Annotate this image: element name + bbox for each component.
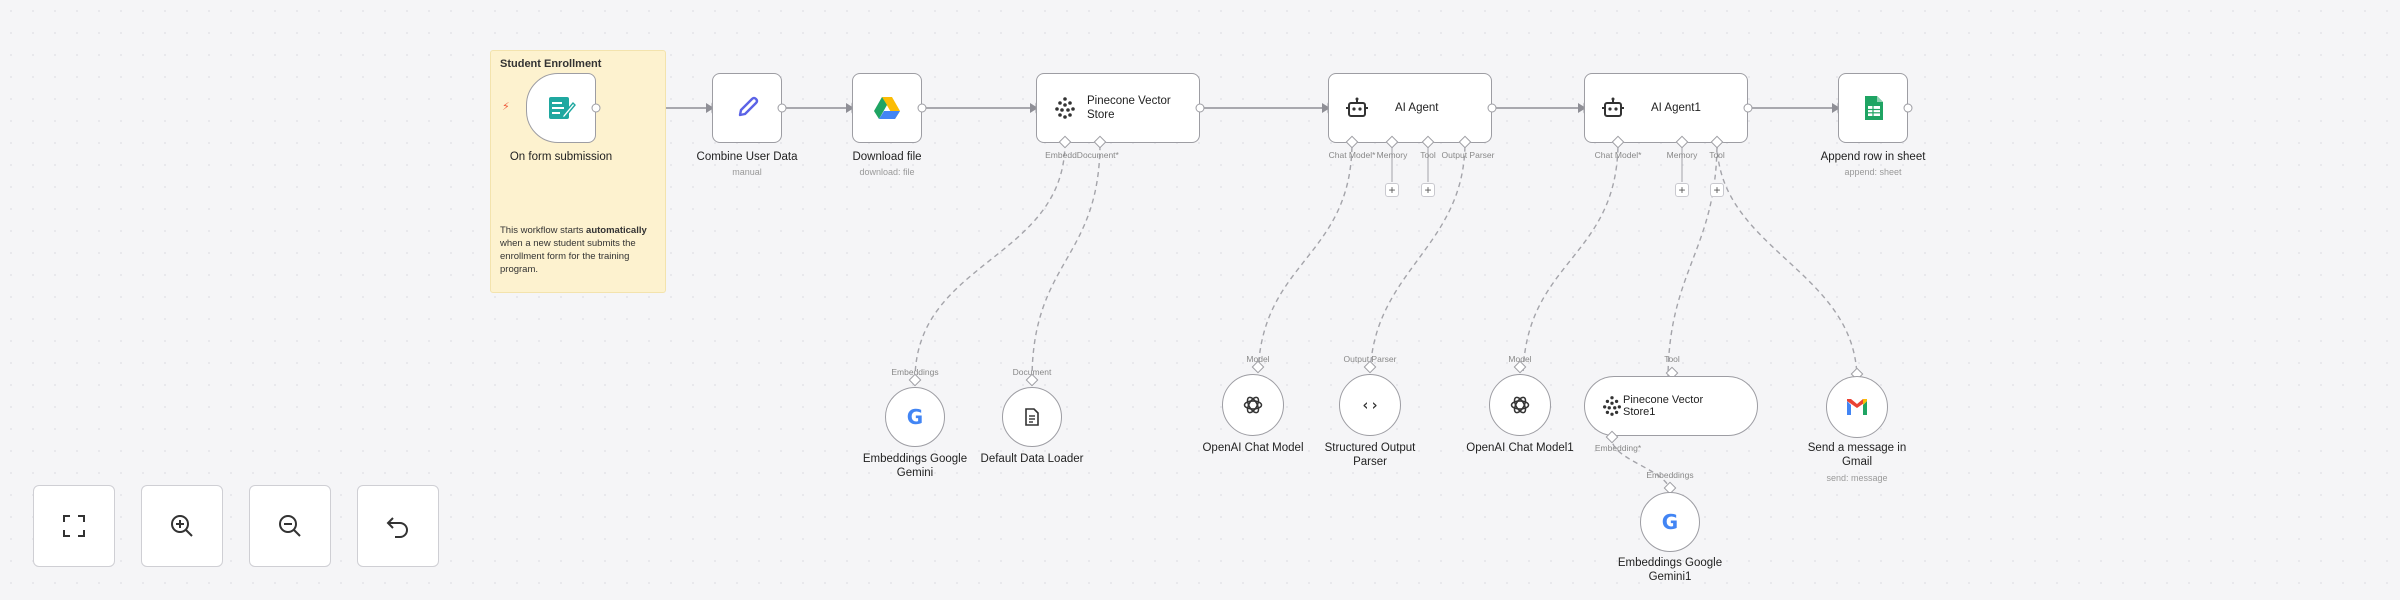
- node-embeddings-google-gemini1[interactable]: G: [1640, 492, 1700, 552]
- output-port[interactable]: [1743, 103, 1753, 113]
- port-label: Embeddings: [891, 367, 939, 377]
- node-append-row-in-sheet[interactable]: [1838, 73, 1908, 143]
- connection-gmail-agent1: [1716, 141, 1858, 381]
- port-label-memory: Memory: [1666, 150, 1698, 160]
- pinecone-icon: [1055, 97, 1075, 119]
- pinecone-icon: [1603, 396, 1621, 416]
- document-icon: [1025, 408, 1039, 426]
- google-sheets-icon: [1865, 96, 1883, 120]
- output-port[interactable]: [591, 103, 601, 113]
- port-label: Tool: [1664, 354, 1680, 364]
- node-title: Embeddings Google Gemini1: [1617, 557, 1723, 583]
- node-structured-output-parser[interactable]: ‹›: [1339, 374, 1401, 436]
- node-send-message-gmail[interactable]: [1826, 376, 1888, 438]
- node-title: OpenAI Chat Model1: [1466, 442, 1574, 454]
- node-download-file[interactable]: [852, 73, 922, 143]
- node-title: Append row in sheet: [1820, 151, 1926, 163]
- node-title: Combine User Data: [696, 151, 798, 163]
- zoom-out-icon: [279, 515, 301, 537]
- connection-parser-agent: [1369, 141, 1466, 381]
- zoom-in-button[interactable]: [141, 485, 223, 567]
- node-title: Embeddings Google Gemini: [862, 453, 968, 479]
- output-port[interactable]: [1903, 103, 1913, 113]
- port-label-tool: Tool: [1420, 150, 1436, 160]
- connection-openai-agent: [1257, 141, 1353, 381]
- node-title: Download file: [852, 151, 922, 163]
- node-title: AI Agent1: [1651, 102, 1701, 114]
- node-on-form-submission[interactable]: [526, 73, 596, 143]
- node-openai-chat-model1[interactable]: [1489, 374, 1551, 436]
- node-title: Send a message in Gmail: [1807, 442, 1907, 468]
- node-default-data-loader[interactable]: [1002, 387, 1062, 447]
- port-label-output-parser: Output Parser: [1441, 150, 1495, 160]
- port-label: Output Parser: [1343, 354, 1397, 364]
- connection-pinecone1-agent1: [1667, 141, 1718, 381]
- node-title: Structured Output Parser: [1324, 442, 1416, 468]
- form-icon: [549, 97, 576, 120]
- port-label-chat-model: Chat Model*: [1328, 150, 1376, 160]
- undo-button[interactable]: [357, 485, 439, 567]
- add-tool-button[interactable]: +: [1421, 183, 1435, 197]
- fit-view-icon: [63, 515, 85, 537]
- port-label-embedding: Embedding*: [1594, 443, 1642, 453]
- openai-icon: [1243, 396, 1263, 414]
- node-embeddings-google-gemini[interactable]: G: [885, 387, 945, 447]
- connection-openai1-agent1: [1522, 141, 1619, 381]
- node-title: OpenAI Chat Model: [1202, 442, 1304, 454]
- node-title: AI Agent: [1395, 102, 1439, 114]
- sticky-title: Student Enrollment: [500, 58, 602, 70]
- node-pinecone-vector-store1[interactable]: Pinecone Vector Store1: [1584, 376, 1758, 436]
- google-icon: G: [1661, 510, 1679, 534]
- node-combine-user-data[interactable]: [712, 73, 782, 143]
- node-subtitle: send: message: [1826, 473, 1888, 483]
- zoom-out-button[interactable]: [249, 485, 331, 567]
- pencil-icon: [738, 96, 759, 117]
- node-title: Pinecone Vector Store1: [1623, 394, 1704, 418]
- node-pinecone-vector-store[interactable]: Pinecone Vector Store: [1036, 73, 1200, 143]
- undo-icon: [386, 517, 408, 538]
- openai-icon: [1510, 396, 1530, 414]
- output-port[interactable]: [777, 103, 787, 113]
- output-port[interactable]: [1195, 103, 1205, 113]
- port-label: Document: [1012, 367, 1052, 377]
- node-title: Default Data Loader: [980, 453, 1084, 465]
- node-openai-chat-model[interactable]: [1222, 374, 1284, 436]
- port-label-tool: Tool: [1709, 150, 1725, 160]
- add-tool-button[interactable]: +: [1710, 183, 1724, 197]
- code-icon: ‹›: [1360, 396, 1380, 414]
- add-memory-button[interactable]: +: [1675, 183, 1689, 197]
- port-label: EmbeddDocument*: [1045, 150, 1119, 160]
- node-title: On form submission: [509, 151, 613, 163]
- sticky-description: This workflow starts automatically when …: [500, 225, 647, 275]
- add-memory-button[interactable]: +: [1385, 183, 1399, 197]
- node-ai-agent[interactable]: AI Agent: [1328, 73, 1492, 143]
- robot-icon: [1346, 97, 1368, 117]
- port-label: Model: [1508, 354, 1532, 364]
- node-title: Pinecone Vector Store: [1087, 95, 1171, 121]
- gmail-icon: [1847, 399, 1867, 415]
- node-ai-agent1[interactable]: AI Agent1: [1584, 73, 1748, 143]
- port-label: Embeddings: [1646, 470, 1694, 480]
- node-subtitle: manual: [732, 167, 762, 177]
- google-drive-icon: [874, 97, 900, 119]
- zoom-in-icon: [171, 515, 193, 537]
- port-label: Model: [1246, 354, 1270, 364]
- node-subtitle: append: sheet: [1844, 167, 1902, 177]
- fit-view-button[interactable]: [33, 485, 115, 567]
- trigger-bolt-icon: ⚡: [502, 101, 510, 113]
- output-port[interactable]: [1487, 103, 1497, 113]
- connection-loader-pinecone: [1031, 141, 1101, 381]
- port-label-chat-model: Chat Model*: [1594, 150, 1642, 160]
- robot-icon: [1602, 97, 1624, 117]
- output-port[interactable]: [917, 103, 927, 113]
- google-icon: G: [906, 405, 924, 429]
- connection-embeddings-pinecone: [914, 141, 1066, 381]
- node-subtitle: download: file: [859, 167, 915, 177]
- port-label-memory: Memory: [1376, 150, 1408, 160]
